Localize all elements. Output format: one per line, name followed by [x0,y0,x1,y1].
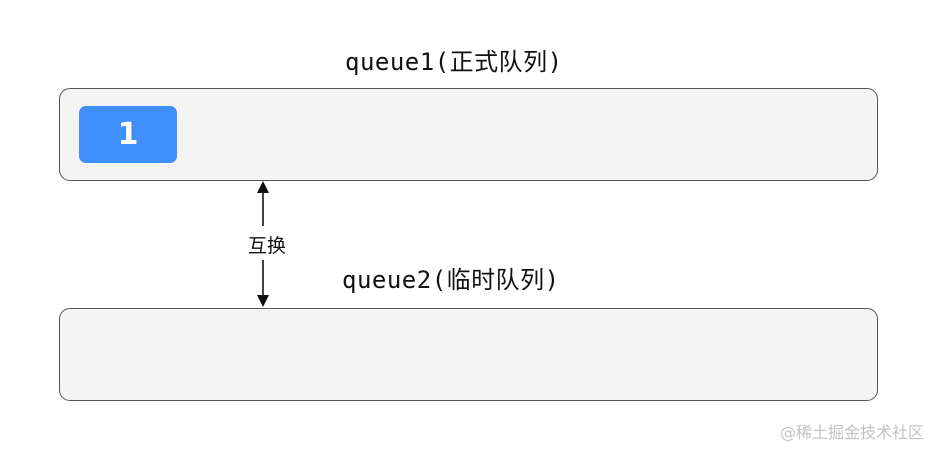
watermark: @稀土掘金技术社区 [779,423,924,442]
queue1-box: 1 [59,88,878,181]
queue1-item: 1 [79,106,177,163]
queue1-title: queue1(正式队列) [345,48,563,76]
queue2-title: queue2(临时队列) [342,266,560,294]
swap-arrow-icon [257,181,269,307]
queue2-box [59,308,878,401]
swap-label: 互换 [246,231,289,258]
